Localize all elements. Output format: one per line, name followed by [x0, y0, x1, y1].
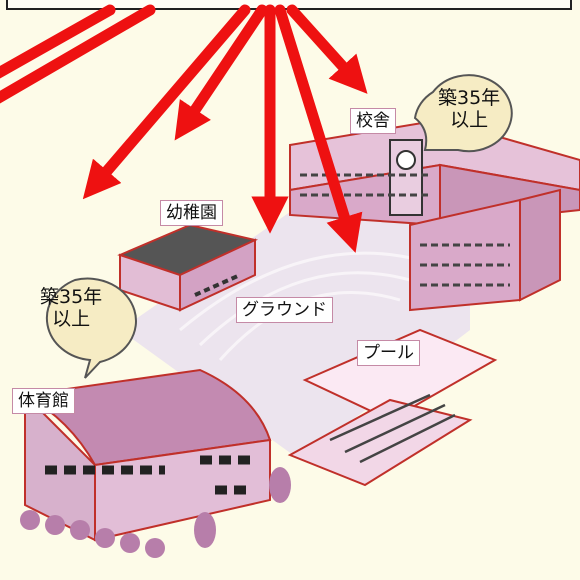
shrubs	[20, 467, 291, 558]
ground-label: グラウンド	[236, 297, 333, 324]
school-building	[289, 118, 580, 312]
gymnasium-label: 体育館	[12, 388, 75, 415]
school-age-bubble-shape	[413, 74, 513, 153]
gym-age-line1: 築35年	[40, 286, 103, 308]
school-age-line1: 築35年	[438, 87, 501, 109]
school-age-line2: 以上	[450, 108, 489, 131]
gym-age-line2: 以上	[52, 307, 91, 330]
kindergarten-label: 幼稚園	[160, 200, 223, 227]
gym-age-bubble-shape	[45, 277, 137, 379]
pool-label: プール	[357, 340, 420, 367]
gym-age-bubble: 築35年 以上	[40, 286, 103, 331]
school-age-bubble: 築35年 以上	[438, 87, 501, 132]
school-building-label: 校舎	[350, 108, 396, 135]
gymnasium-building	[21, 368, 272, 542]
kindergarten-building	[117, 223, 259, 312]
arrows	[0, 4, 368, 253]
